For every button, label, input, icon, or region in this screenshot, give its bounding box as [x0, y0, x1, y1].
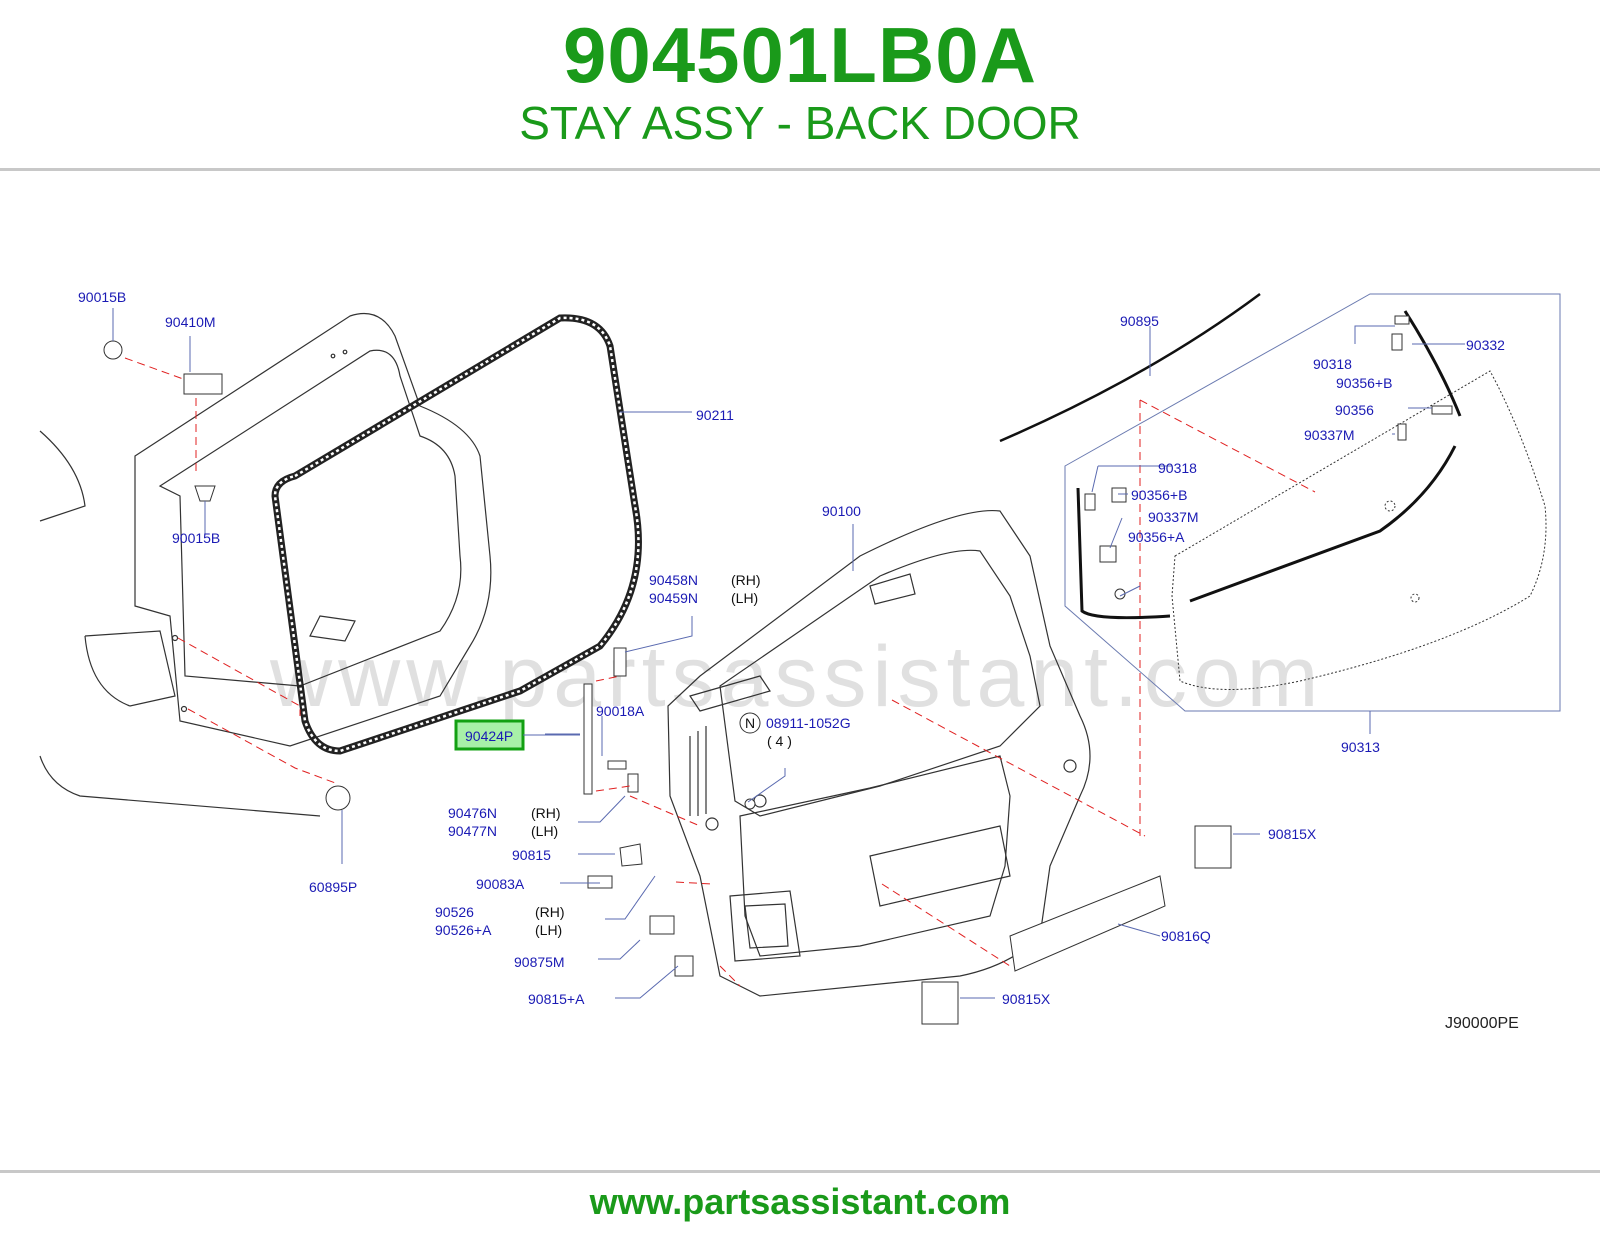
label-90015B-top: 90015B [78, 289, 126, 305]
parts-diagram: www.partsassistant.com [0, 176, 1600, 1166]
small-parts [103, 315, 1453, 1025]
label-90356A: 90356+A [1128, 529, 1185, 545]
label-90313: 90313 [1341, 739, 1380, 755]
label-90356: 90356 [1335, 402, 1374, 418]
glass-group-frame [1064, 293, 1561, 712]
label-90337M-b: 90337M [1148, 509, 1199, 525]
rear-glass-90313 [999, 292, 1547, 690]
label-90816Q: 90816Q [1161, 928, 1211, 944]
side-rh-90476N: (RH) [531, 805, 561, 821]
label-90356B-a: 90356+B [1336, 375, 1392, 391]
label-90815A: 90815+A [528, 991, 585, 1007]
label-60895P: 60895P [309, 879, 357, 895]
label-08911-1052G: 08911-1052G [766, 715, 851, 731]
label-90018A: 90018A [596, 703, 645, 719]
weatherstrip-90211 [271, 314, 642, 755]
part-description: STAY ASSY - BACK DOOR [519, 97, 1081, 149]
label-90332: 90332 [1466, 337, 1505, 353]
side-lh-90526A: (LH) [535, 922, 562, 938]
part-number-title: 904501LB0A [563, 11, 1037, 99]
label-90815X-a: 90815X [1268, 826, 1317, 842]
label-90015B-bottom: 90015B [172, 530, 220, 546]
page-header: 904501LB0A STAY ASSY - BACK DOOR [0, 0, 1600, 170]
n-circle-marker [739, 712, 761, 734]
label-90815: 90815 [512, 847, 551, 863]
label-90458N: 90458N [649, 572, 698, 588]
parts-diagram-svg: www.partsassistant.com [39, 289, 1561, 1032]
label-90815X-b: 90815X [1002, 991, 1051, 1007]
header-divider [0, 168, 1600, 171]
label-90477N: 90477N [448, 823, 497, 839]
side-rh-90458N: (RH) [731, 572, 761, 588]
leader-lines [112, 308, 1465, 999]
side-lh-90459N: (LH) [731, 590, 758, 606]
label-90083A: 90083A [476, 876, 525, 892]
diagram-code: J90000PE [1445, 1015, 1519, 1032]
label-90526: 90526 [435, 904, 474, 920]
label-90410M: 90410M [165, 314, 216, 330]
label-90100: 90100 [822, 503, 861, 519]
label-90356B-b: 90356+B [1131, 487, 1187, 503]
label-90476N: 90476N [448, 805, 497, 821]
label-90526A: 90526+A [435, 922, 492, 938]
label-90895: 90895 [1120, 313, 1159, 329]
label-n-marker: N [745, 715, 755, 731]
side-lh-90477N: (LH) [531, 823, 558, 839]
vehicle-body-drawing [39, 312, 492, 817]
label-90211: 90211 [696, 407, 734, 423]
label-90424P-highlighted: 90424P [465, 728, 513, 744]
side-rh-90526: (RH) [535, 904, 565, 920]
label-08911-qty: ( 4 ) [767, 733, 792, 749]
footer-url[interactable]: www.partsassistant.com [589, 1181, 1011, 1222]
label-90318-b: 90318 [1158, 460, 1197, 476]
label-90875M: 90875M [514, 954, 565, 970]
label-90459N: 90459N [649, 590, 698, 606]
back-door-90100 [667, 509, 1091, 997]
label-90337M-a: 90337M [1304, 427, 1355, 443]
connection-lines [124, 357, 1316, 987]
footer-divider [0, 1170, 1600, 1173]
watermark: www.partsassistant.com [269, 629, 1324, 725]
label-90318-a: 90318 [1313, 356, 1352, 372]
